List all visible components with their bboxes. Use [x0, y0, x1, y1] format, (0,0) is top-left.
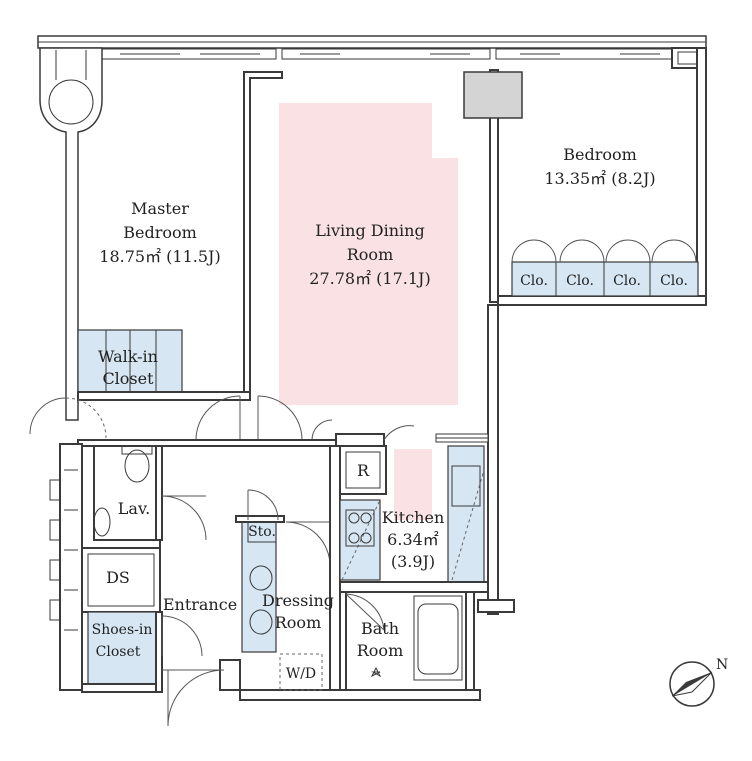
- walkin-line1: Walk-in: [98, 347, 158, 366]
- master-bedroom-line2: Bedroom: [123, 223, 197, 242]
- bath-line1: Bath: [361, 619, 399, 638]
- dressing-line2: Room: [275, 613, 321, 632]
- living-line2: Room: [347, 245, 393, 264]
- compass-icon: [669, 661, 715, 707]
- bedroom-area: 13.35㎡ (8.2J): [544, 169, 655, 188]
- compass-label: N: [716, 657, 728, 673]
- column-box: [463, 71, 523, 119]
- shoes-line1: Shoes-in: [92, 622, 153, 638]
- master-bedroom-line1: Master: [131, 199, 189, 218]
- closet-label-2: Clo.: [566, 273, 594, 289]
- kitchen-highlight: [394, 449, 432, 520]
- bedroom-line1: Bedroom: [563, 145, 637, 164]
- living-highlight: [279, 103, 458, 405]
- kitchen-area: 6.34㎡: [387, 530, 439, 549]
- walkin-line2: Closet: [102, 369, 154, 388]
- shoes-line2: Closet: [96, 644, 141, 660]
- sto-label: Sto.: [248, 524, 276, 540]
- living-area: 27.78㎡ (17.1J): [309, 269, 430, 288]
- kitchen-line1: Kitchen: [382, 508, 445, 527]
- fridge-label: R: [357, 461, 370, 480]
- master-bedroom-area: 18.75㎡ (11.5J): [99, 247, 220, 266]
- lav-label: Lav.: [118, 499, 150, 518]
- closet-label-1: Clo.: [520, 273, 548, 289]
- closet-label-4: Clo.: [660, 273, 688, 289]
- living-line1: Living Dining: [315, 221, 424, 240]
- ds-label: DS: [106, 568, 130, 587]
- bath-line2: Room: [357, 641, 403, 660]
- entrance-label: Entrance: [163, 595, 237, 614]
- kitchen-tatami: (3.9J): [391, 552, 435, 571]
- dressing-line1: Dressing: [262, 591, 334, 610]
- wd-label: W/D: [286, 666, 316, 682]
- closet-label-3: Clo.: [613, 273, 641, 289]
